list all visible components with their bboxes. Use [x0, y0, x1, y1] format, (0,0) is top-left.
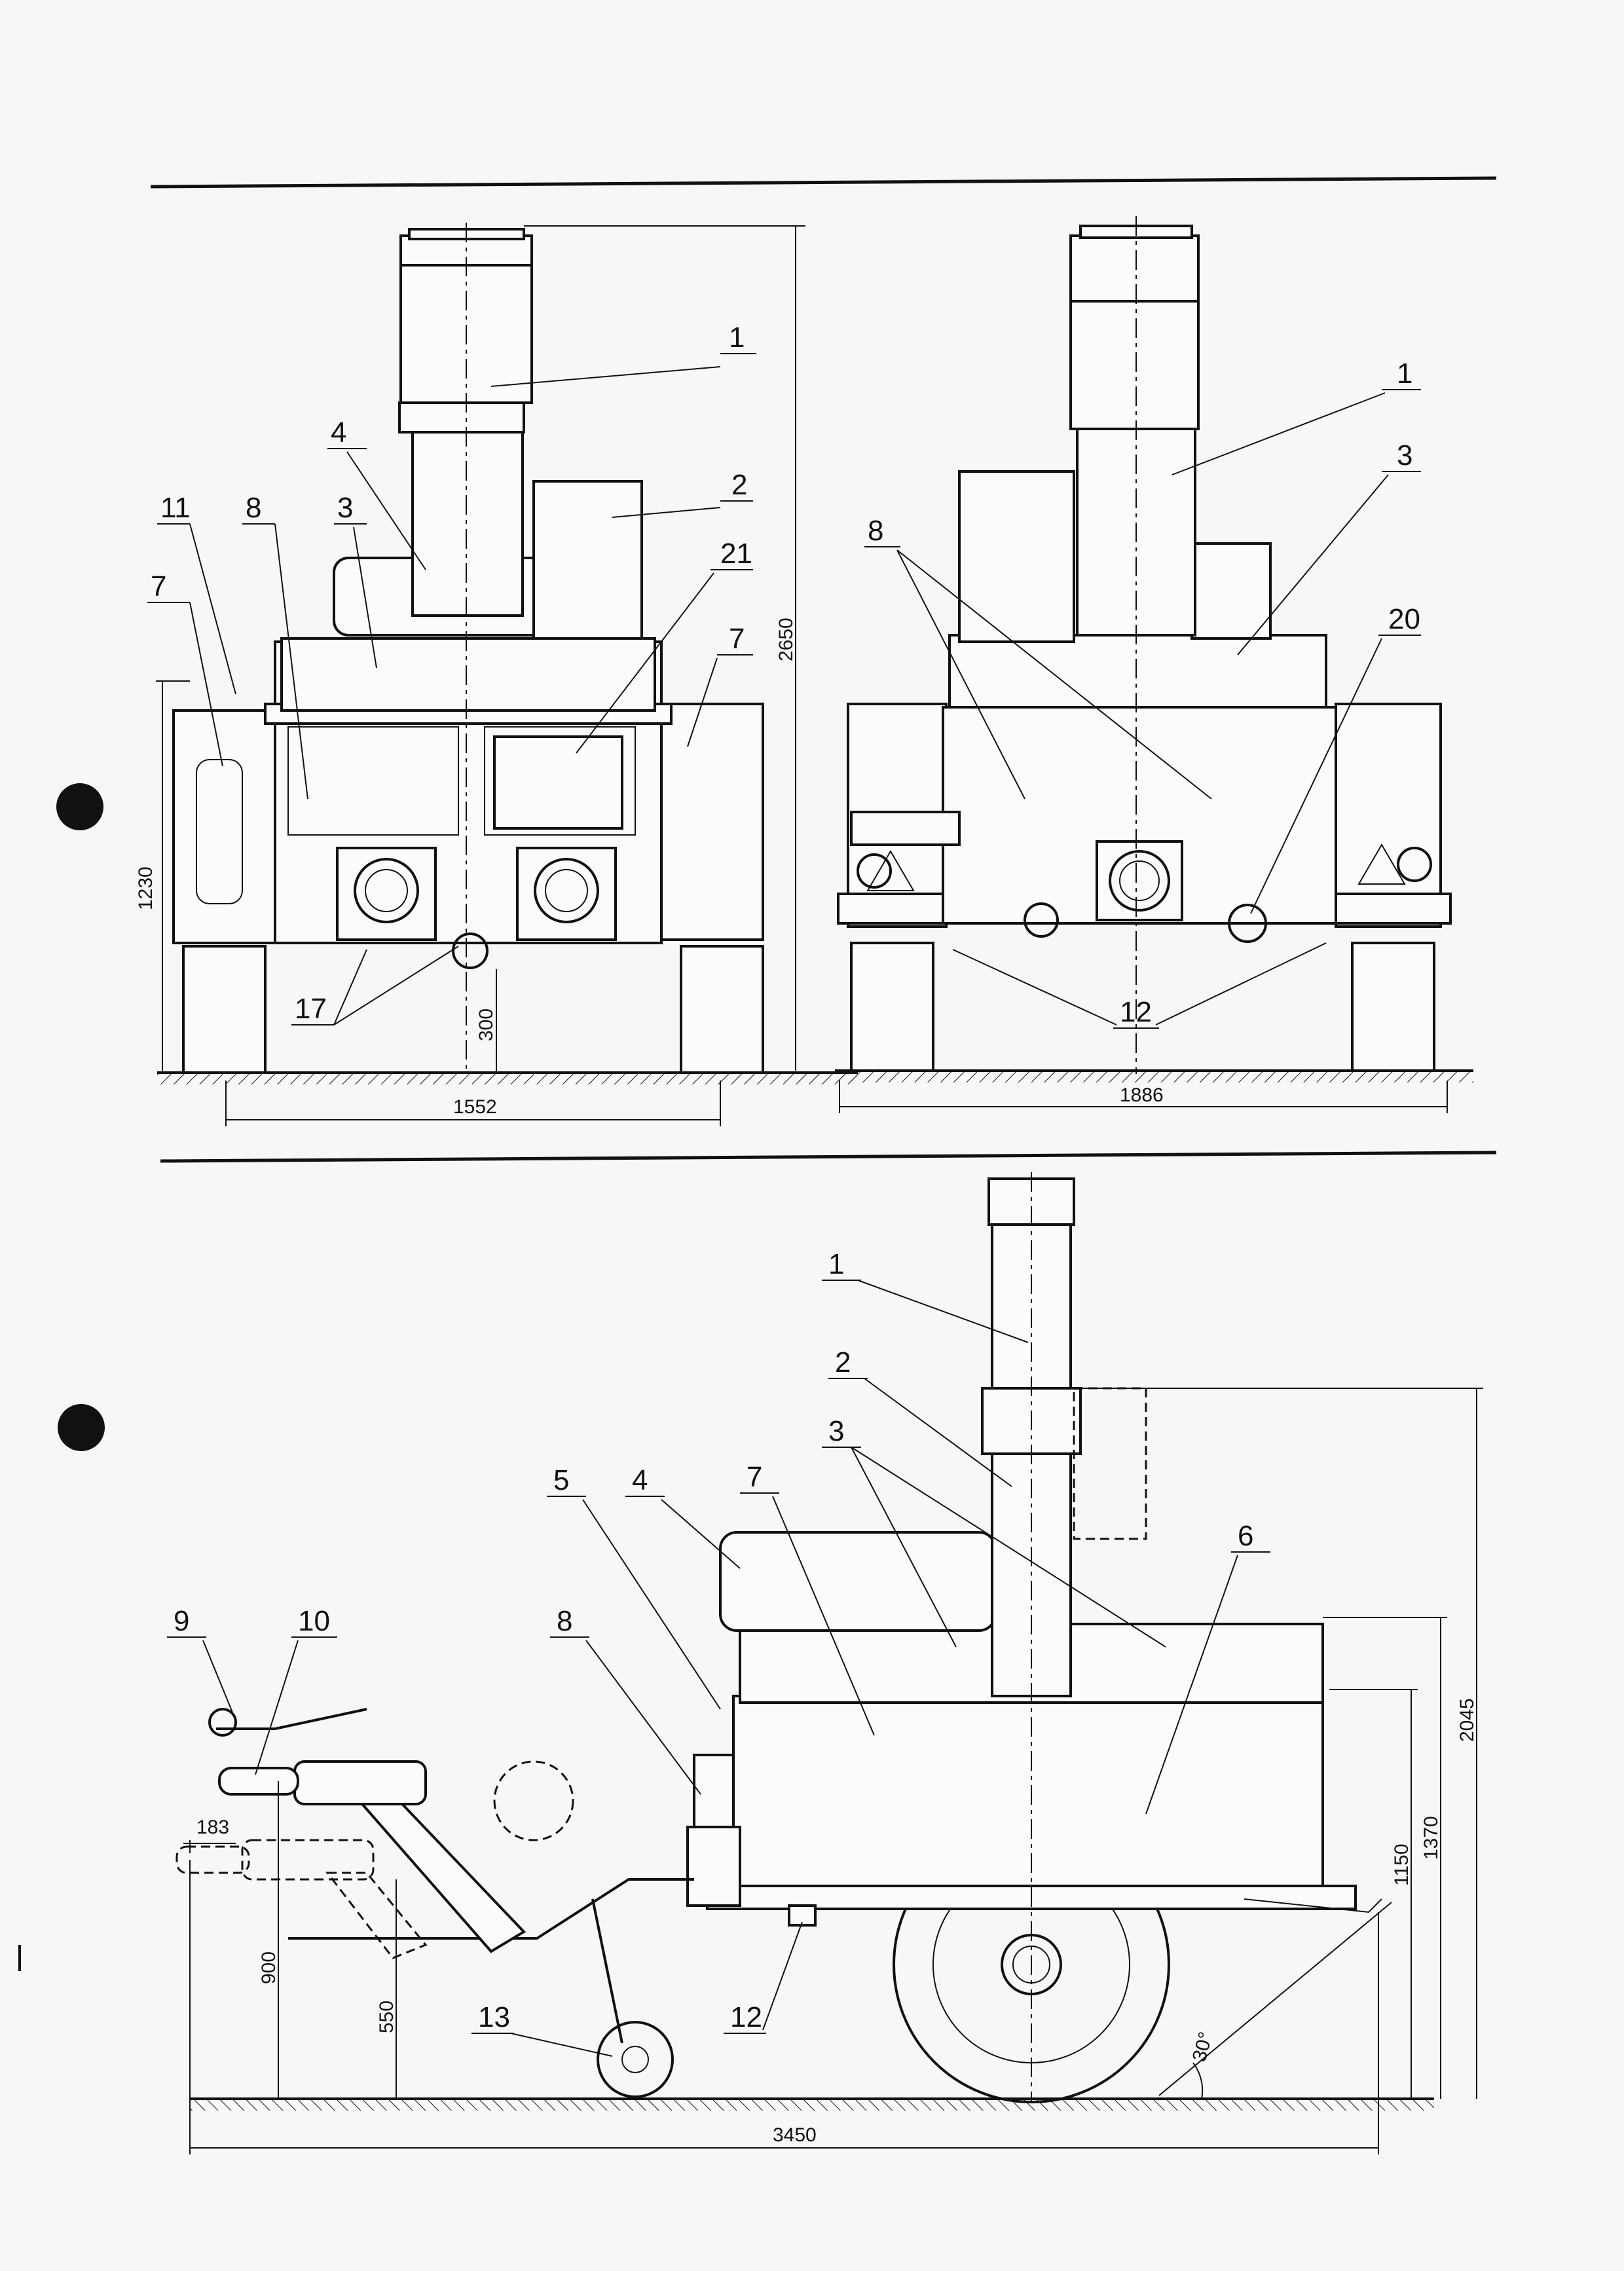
callout-side-8: 8 — [557, 1605, 572, 1637]
callout-side-1: 1 — [828, 1248, 844, 1280]
callout-side-7: 7 — [747, 1461, 762, 1493]
dim-1150: 1150 — [1391, 1843, 1412, 1886]
dim-900: 900 — [258, 1951, 280, 1984]
callout-side-5: 5 — [553, 1464, 569, 1496]
callout-front-21: 21 — [720, 538, 752, 570]
dim-183: 183 — [196, 1817, 229, 1838]
callout-rear-12: 12 — [1120, 996, 1152, 1028]
callout-front-7-left: 11 — [160, 492, 191, 524]
punch-hole-top — [56, 783, 103, 830]
callout-side-3: 3 — [828, 1415, 844, 1447]
dim-1886: 1886 — [1120, 1084, 1164, 1106]
callout-front-11: 7 — [151, 570, 166, 602]
callout-front-3: 3 — [337, 492, 353, 524]
dim-550: 550 — [376, 2001, 397, 2033]
dim-1230: 1230 — [135, 866, 157, 910]
callout-rear-20: 20 — [1388, 603, 1420, 635]
callout-front-8: 8 — [246, 492, 261, 524]
front-view — [157, 223, 858, 1084]
rear-callouts: 1 3 8 20 12 — [864, 358, 1421, 1029]
dim-2650: 2650 — [775, 618, 797, 661]
side-callouts: 1 2 3 7 4 5 6 8 9 10 13 12 — [167, 1248, 1270, 2057]
callout-rear-3: 3 — [1397, 439, 1412, 471]
callout-front-2: 2 — [731, 469, 747, 501]
callout-front-1: 1 — [729, 322, 745, 354]
dim-3450: 3450 — [773, 2124, 817, 2146]
ground-hatch-front — [157, 1073, 858, 1084]
dim-1552: 1552 — [453, 1096, 497, 1118]
callout-side-12: 12 — [730, 2001, 762, 2033]
side-view — [175, 1172, 1434, 2111]
callout-side-2: 2 — [835, 1346, 851, 1378]
callout-side-4: 4 — [632, 1464, 648, 1496]
dim-1370: 1370 — [1420, 1816, 1442, 1860]
front-dimensions: 2650 1230 300 1552 — [135, 225, 805, 1126]
front-callouts: 1 2 4 21 7 8 3 11 7 17 — [147, 322, 756, 1025]
callout-front-4: 4 — [331, 416, 346, 449]
dim-300: 300 — [475, 1008, 497, 1041]
punch-hole-bottom — [58, 1404, 105, 1451]
middle-rule — [160, 1151, 1497, 1163]
callout-front-7-right: 7 — [729, 623, 745, 655]
rear-view: 1886 — [835, 216, 1473, 1113]
top-rule — [150, 176, 1497, 189]
dim-2045: 2045 — [1456, 1698, 1478, 1742]
dim-30-degrees: 30° — [1189, 2029, 1217, 2063]
ground-hatch-rear — [835, 1071, 1473, 1082]
callout-front-17: 17 — [295, 993, 327, 1025]
callout-rear-1: 1 — [1397, 358, 1412, 390]
callout-side-13: 13 — [478, 2001, 510, 2033]
ground-hatch-side — [190, 2099, 1434, 2111]
callout-rear-8: 8 — [868, 515, 883, 547]
callout-side-6: 6 — [1238, 1520, 1253, 1552]
callout-side-9: 9 — [174, 1605, 189, 1637]
callout-side-10: 10 — [298, 1605, 330, 1637]
